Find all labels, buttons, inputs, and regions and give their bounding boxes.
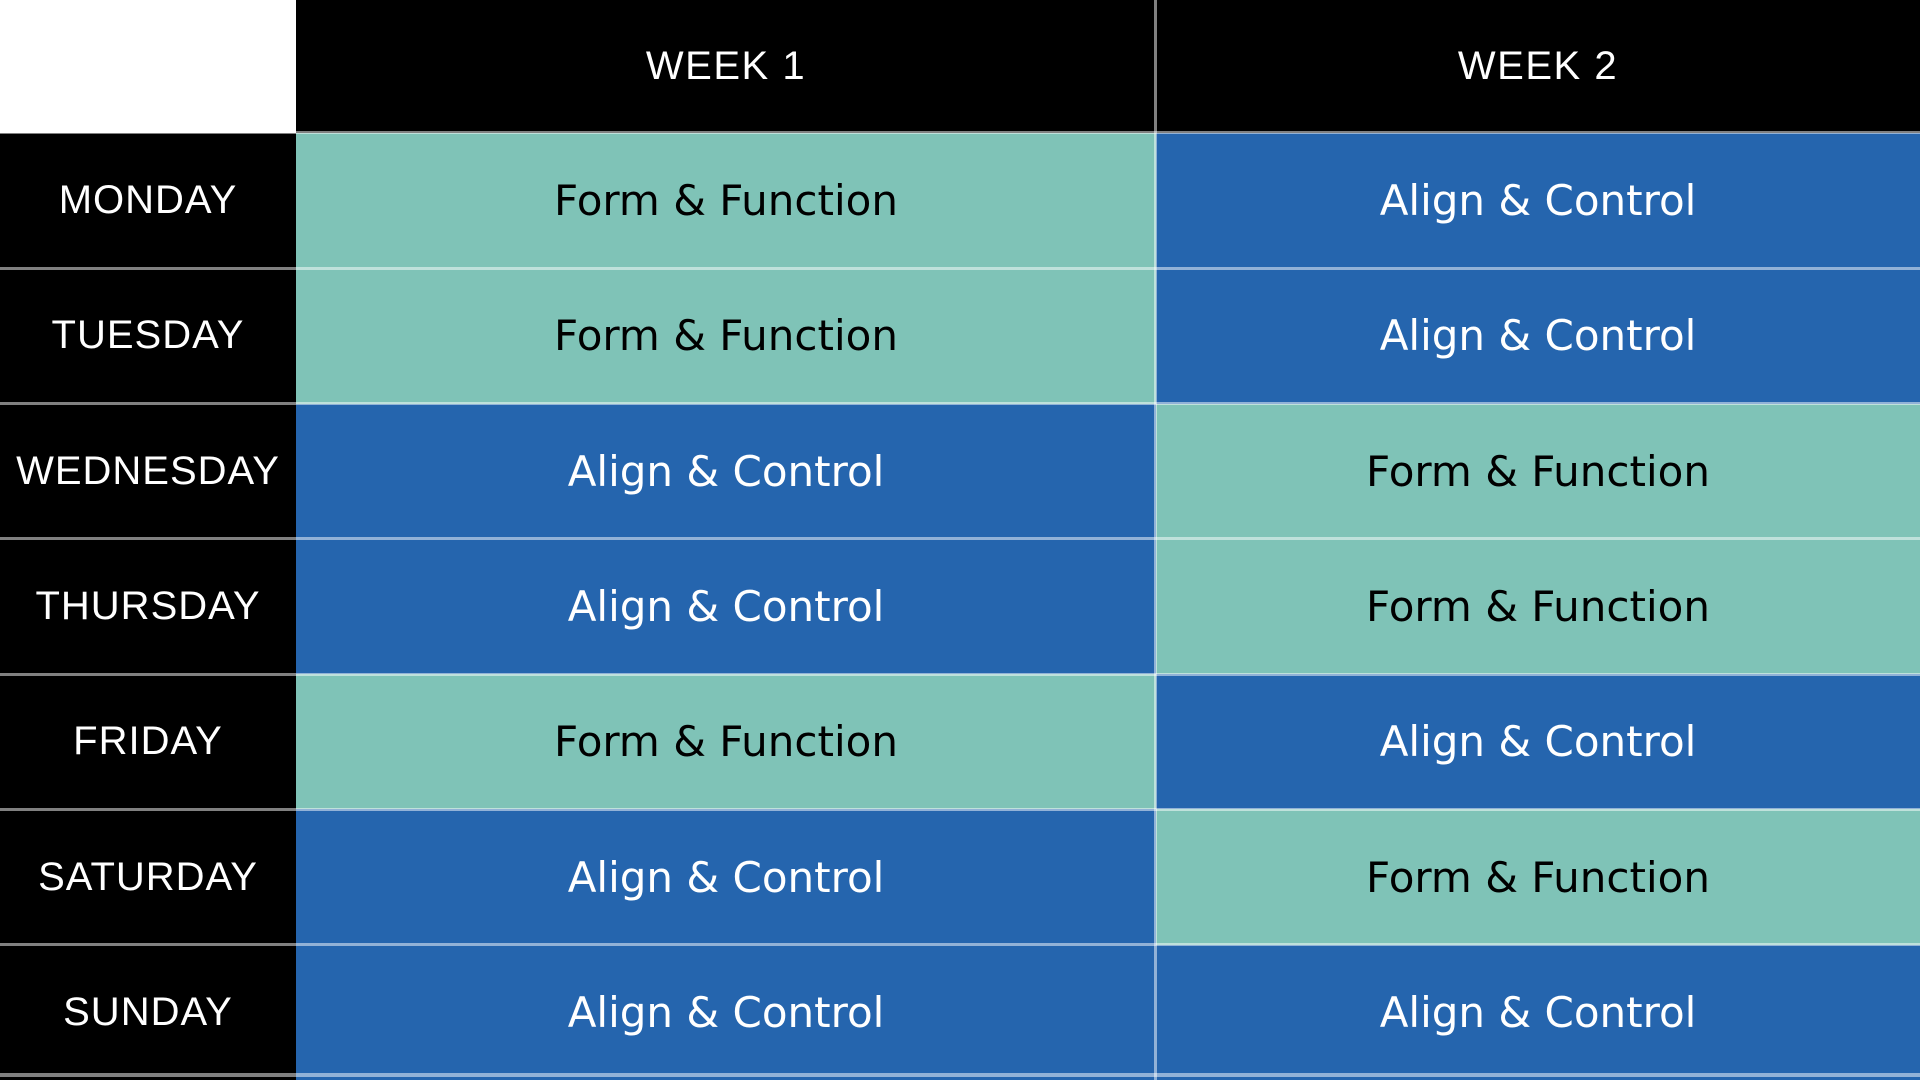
row-header-saturday: SATURDAY xyxy=(0,809,296,945)
cell-sunday-week2: Align & Control xyxy=(1156,944,1920,1080)
cell-tuesday-week1: Form & Function xyxy=(296,268,1156,404)
cell-thursday-week2: Form & Function xyxy=(1156,538,1920,675)
cell-thursday-week1: Align & Control xyxy=(296,538,1156,675)
cell-saturday-week1: Align & Control xyxy=(296,809,1156,945)
cell-monday-week1: Form & Function xyxy=(296,133,1156,269)
row-header-monday: MONDAY xyxy=(0,133,296,269)
row-header-friday: FRIDAY xyxy=(0,674,296,810)
corner-cell xyxy=(0,0,296,133)
cell-sunday-week1: Align & Control xyxy=(296,944,1156,1080)
cell-friday-week1: Form & Function xyxy=(296,674,1156,810)
cell-monday-week2: Align & Control xyxy=(1156,133,1920,269)
row-header-thursday: THURSDAY xyxy=(0,538,296,675)
cell-tuesday-week2: Align & Control xyxy=(1156,268,1920,404)
column-header-week1: WEEK 1 xyxy=(296,0,1156,133)
cell-wednesday-week2: Form & Function xyxy=(1156,403,1920,539)
column-header-week2: WEEK 2 xyxy=(1156,0,1920,133)
cell-saturday-week2: Form & Function xyxy=(1156,809,1920,945)
cell-wednesday-week1: Align & Control xyxy=(296,403,1156,539)
cell-friday-week2: Align & Control xyxy=(1156,674,1920,810)
row-header-sunday: SUNDAY xyxy=(0,944,296,1080)
row-header-tuesday: TUESDAY xyxy=(0,268,296,404)
row-header-wednesday: WEDNESDAY xyxy=(0,403,296,539)
